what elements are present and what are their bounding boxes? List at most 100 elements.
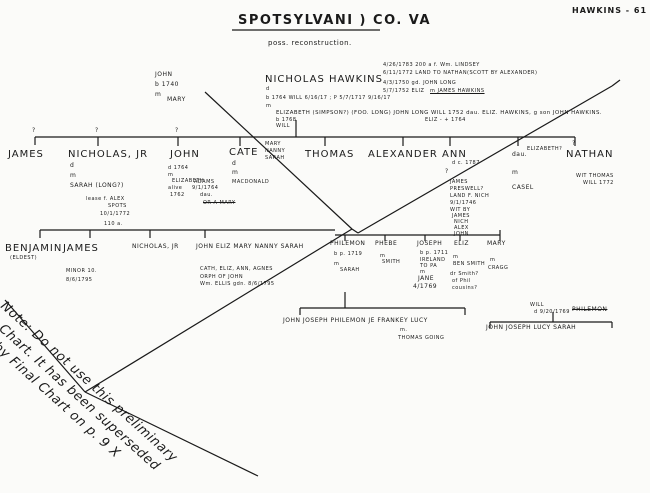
gen3-benjamin-note: (ELDEST) <box>10 255 38 261</box>
gen3-cath-line1: CATH, ELIZ, ANN, AGNES <box>200 266 273 272</box>
gen2-dau: dau. <box>512 151 528 158</box>
gen4-right-children: JOHN JOSEPH LUCY SARAH <box>486 324 577 331</box>
gen2-john-d: d 1764 <box>168 165 189 171</box>
gen2-ann-spouse3: LAND F. NICH <box>450 193 490 199</box>
gen2-ann-spouse8: ALEX <box>454 225 469 231</box>
gen3-will-label: WILL <box>530 302 544 308</box>
gen1-spouse-more: ELIZ - + 1764 <box>425 117 466 123</box>
gen3-james: JAMES <box>63 243 99 254</box>
gen3-philemon: PHILEMON <box>330 240 366 247</box>
gen2-q2: ? <box>95 127 99 134</box>
gen1-spouse: ELIZABETH (SIMPSON?) (FOO. LONG) JOHN LO… <box>276 110 603 116</box>
gen2-john-note3: 9/1/1764 <box>192 185 219 191</box>
gen2-q1: ? <box>32 127 36 134</box>
gen3-joseph-b: b p. 1711 <box>420 250 449 256</box>
gen2-nathan-q: ? <box>572 140 576 147</box>
gen2-john-note5: dau. <box>200 192 213 198</box>
gen2-james: JAMES <box>8 149 44 160</box>
gen3-cath-line2: ORPH OF JOHN <box>200 274 244 280</box>
gen1-john-name: JOHN <box>155 71 173 78</box>
gen3-john-group: JOHN ELIZ MARY NANNY SARAH <box>196 243 304 250</box>
gen2-cate-spouse: MACDONALD <box>232 179 270 185</box>
gen2-ann-spouse4: 9/1/1746 <box>450 200 477 206</box>
gen2-john-m: m <box>168 172 174 178</box>
gen2-john-note4: ADAMS <box>194 179 215 185</box>
gen2-alexander: ALEXANDER <box>368 149 438 160</box>
gen2-nathan: NATHAN <box>566 149 614 160</box>
gen3-benjamin: BENJAMIN <box>5 243 63 254</box>
gen2-nicholas-jr-note1: lease f. ALEX <box>86 196 125 202</box>
gen2-nicholas-jr: NICHOLAS, JR <box>68 149 149 160</box>
gen3-joseph-spouse: JANE <box>418 275 435 282</box>
gen2-mary-col1: MARY <box>265 141 281 147</box>
gen3-mary-spouse: CRAGG <box>488 265 509 271</box>
gen1-deed-3: 4/3/1750 gd. JOHN LONG <box>383 80 457 86</box>
gen1-deed-1: 4/26/1783 200 a f. Wm. LINDSEY <box>383 62 480 68</box>
gen1-john-m: m <box>155 91 162 98</box>
gen2-mary-col2: NANNY <box>265 148 286 154</box>
gen2-cate-d: d <box>232 160 237 167</box>
gen2-john-struck: OR A MARY <box>203 200 236 206</box>
gen2-ann-spouse2: PRESWELL? <box>450 186 484 192</box>
gen3-mary-m: m <box>490 257 496 263</box>
gen3-phebe: PHEBE <box>375 240 398 247</box>
gen3-eliz-m: m <box>453 254 459 260</box>
gen3-will-struck: PHILEMON <box>572 306 608 313</box>
gen3-nicholas-jr: NICHOLAS, JR <box>132 243 179 250</box>
page-tag: HAWKINS - 61 <box>572 6 648 15</box>
gen3-eliz-note2: of Phil <box>452 278 471 284</box>
gen2-ann-spouse6: JAMES <box>452 213 470 219</box>
gen2-ann-spouse9: JOHN <box>454 231 469 237</box>
gen4-left-sub: m. <box>400 327 408 333</box>
subtitle: poss. reconstruction. <box>268 39 352 47</box>
gen3-will-date: d 9/20/1769 <box>534 309 570 315</box>
gen3-james-note2: 8/6/1795 <box>66 277 93 283</box>
pedigree-lines <box>4 29 621 477</box>
gen2-nicholas-jr-note3: 10/1/1772 <box>100 211 131 217</box>
gen3-philemon-m: m <box>334 261 340 267</box>
gen3-joseph-to: TO PA <box>420 263 438 269</box>
gen2-dau-m: m <box>512 169 519 176</box>
gen2-nathan-note2: WILL 1772 <box>583 180 614 186</box>
gen1-deed-5: m JAMES HAWKINS <box>430 88 485 94</box>
gen3-phebe-spouse: SMITH <box>382 259 401 265</box>
gen2-nicholas-jr-note4: 110 a. <box>104 221 123 227</box>
gen2-dau-spouse: CASEL <box>512 184 534 191</box>
gen3-joseph: JOSEPH <box>417 240 443 247</box>
gen2-nathan-note1: WIT THOMAS <box>576 173 614 179</box>
gen2-ann-spouse7: NICH <box>454 219 469 225</box>
gen1-deed-4: 5/7/1752 ELIZ <box>383 88 425 94</box>
gen2-ann-spouse1: JAMES <box>450 179 468 185</box>
gen3-eliz: ELIZ <box>454 240 470 247</box>
gen3-mary: MARY <box>487 240 506 247</box>
gen1-john-birth: b 1740 <box>155 81 179 88</box>
gen3-eliz-spouse: BEN SMITH <box>453 261 486 267</box>
gen2-john-note2: 1762 <box>170 192 185 198</box>
page-title: SPOTSYLVANI ) CO. VA <box>238 13 432 28</box>
gen2-ann-note: d c. 1787 <box>452 160 480 166</box>
gen1-nicholas-name: NICHOLAS HAWKINS <box>265 74 384 85</box>
gen2-q3: ? <box>175 127 179 134</box>
gen3-cath-line3: Wm. ELLIS gdn. 8/6/1795 <box>200 281 275 287</box>
gen1-spouse-b: b 1768 <box>276 117 297 123</box>
gen2-cate-m: m <box>232 169 239 176</box>
gen2-john-spouse: ELIZABETH <box>172 178 205 184</box>
gen3-james-note1: MINOR 10. <box>66 268 97 274</box>
gen2-nicholas-jr-note2: SPOTS <box>108 203 127 209</box>
gen3-phebe-m: m <box>380 253 386 259</box>
gen2-ann-spouse5: WIT BY <box>450 207 471 213</box>
gen4-left-sub2: THOMAS <box>398 335 423 341</box>
gen2-nicholas-jr-d: d <box>70 162 75 169</box>
gen2-dau-note: ELIZABETH? <box>527 146 563 152</box>
gen3-eliz-note3: cousins? <box>452 285 478 291</box>
gen2-john: JOHN <box>170 149 200 160</box>
gen1-nicholas-dates: b 1764 WILL 6/16/17 ; P 5/7/1717 9/16/17 <box>266 95 391 101</box>
gen2-thomas: THOMAS <box>305 149 355 160</box>
gen2-ann: ANN <box>442 149 467 160</box>
gen2-nicholas-jr-m: m <box>70 172 77 179</box>
gen1-john-spouse: MARY <box>167 96 186 103</box>
gen2-cate: CATE <box>229 147 259 158</box>
gen1-spouse-m: m <box>266 103 272 109</box>
gen4-left-children: JOHN JOSEPH PHILEMON JE FRANKEY LUCY <box>283 317 428 324</box>
gen3-joseph-year: 4/1769 <box>413 283 438 290</box>
